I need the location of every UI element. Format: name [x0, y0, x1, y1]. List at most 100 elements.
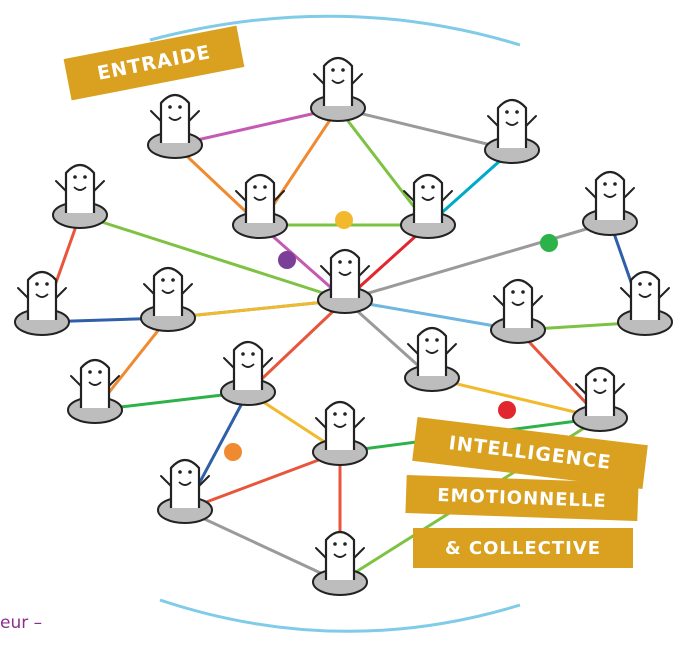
- character: [310, 56, 366, 122]
- eye: [161, 278, 165, 282]
- character: [67, 358, 123, 424]
- eye: [331, 68, 335, 72]
- arm: [525, 115, 537, 127]
- arm: [575, 383, 587, 395]
- character: [484, 98, 540, 164]
- character-body: [79, 358, 111, 408]
- eye: [241, 352, 245, 356]
- character: [157, 458, 213, 524]
- connection-line: [78, 213, 347, 302]
- arm: [315, 417, 327, 429]
- arm: [198, 475, 210, 487]
- mouth: [425, 349, 439, 354]
- character-body: [329, 248, 361, 298]
- arm: [223, 357, 235, 369]
- eye: [251, 352, 255, 356]
- character-body: [159, 93, 191, 143]
- mouth: [638, 293, 652, 298]
- character-body: [64, 163, 96, 213]
- character: [14, 270, 70, 336]
- eye: [435, 338, 439, 342]
- eye: [343, 412, 347, 416]
- red-dot: [498, 401, 516, 419]
- eye: [341, 68, 345, 72]
- junction-dots: [224, 211, 558, 461]
- eye: [593, 378, 597, 382]
- character-body: [502, 278, 534, 328]
- eye: [171, 278, 175, 282]
- arm: [613, 383, 625, 395]
- connection-line: [430, 376, 602, 420]
- character: [490, 278, 546, 344]
- eye: [45, 282, 49, 286]
- mouth: [161, 289, 175, 294]
- character: [147, 93, 203, 159]
- eye: [253, 185, 257, 189]
- eye: [188, 470, 192, 474]
- mouth: [505, 121, 519, 126]
- caption-text: eur –: [0, 613, 43, 633]
- green-dot: [540, 234, 558, 252]
- emotionnelle-banner: EMOTIONNELLE: [405, 474, 639, 522]
- eye: [521, 290, 525, 294]
- arm: [93, 180, 105, 192]
- eye: [348, 260, 352, 264]
- arm: [320, 265, 332, 277]
- arm: [150, 110, 162, 122]
- character: [582, 170, 638, 236]
- eye: [168, 105, 172, 109]
- connection-line: [183, 508, 342, 584]
- collective-banner: & COLLECTIVE: [413, 528, 633, 568]
- arm: [620, 287, 632, 299]
- character: [232, 173, 288, 239]
- bottom-arc: [159, 598, 521, 633]
- character-body: [584, 366, 616, 416]
- arm: [188, 110, 200, 122]
- character-body: [232, 340, 264, 390]
- mouth: [333, 553, 347, 558]
- eye: [88, 370, 92, 374]
- yellow-dot: [335, 211, 353, 229]
- eye: [98, 370, 102, 374]
- arm: [353, 547, 365, 559]
- arm: [623, 187, 635, 199]
- arm: [17, 287, 29, 299]
- connection-line: [183, 450, 342, 512]
- character: [617, 270, 673, 336]
- mouth: [178, 481, 192, 486]
- eye: [83, 175, 87, 179]
- eye: [73, 175, 77, 179]
- arm: [160, 475, 172, 487]
- character: [220, 340, 276, 406]
- mouth: [168, 116, 182, 121]
- arm: [55, 180, 67, 192]
- arm: [441, 190, 453, 202]
- arm: [313, 73, 325, 85]
- mouth: [73, 186, 87, 191]
- eye: [338, 260, 342, 264]
- characters: [14, 56, 673, 596]
- character-body: [416, 326, 448, 376]
- character-body: [496, 98, 528, 148]
- connection-line: [336, 106, 514, 152]
- eye: [648, 282, 652, 286]
- eye: [511, 290, 515, 294]
- orange-dot: [224, 443, 242, 461]
- top-arc: [149, 14, 521, 47]
- arm: [315, 547, 327, 559]
- mouth: [241, 363, 255, 368]
- character: [572, 366, 628, 432]
- arm: [487, 115, 499, 127]
- character-body: [152, 266, 184, 316]
- arm: [403, 190, 415, 202]
- connection-line: [173, 106, 340, 147]
- mouth: [593, 389, 607, 394]
- connection-line: [166, 298, 347, 320]
- eye: [613, 182, 617, 186]
- eye: [603, 182, 607, 186]
- character: [140, 266, 196, 332]
- mouth: [333, 423, 347, 428]
- mouth: [253, 196, 267, 201]
- eye: [333, 412, 337, 416]
